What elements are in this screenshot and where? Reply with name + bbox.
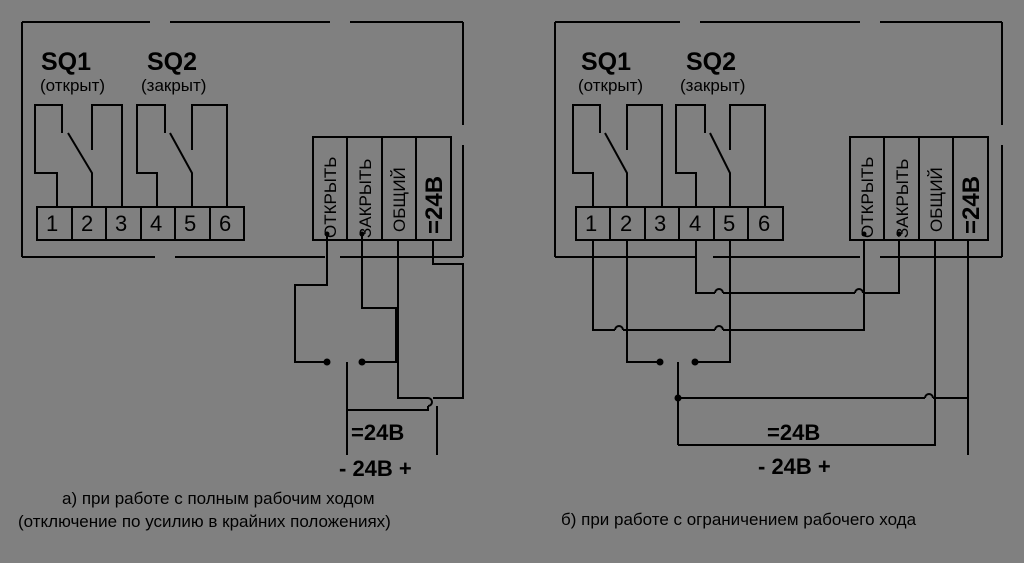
diagram-a: SQ1 (открыт) SQ2 (закрыт) 1 2 3 4 5 6 ОТ… [18,21,464,531]
terminal-3: 3 [115,211,127,236]
diagram-b: SQ1 (открыт) SQ2 (закрыт) 1 2 3 4 5 6 ОТ… [554,21,1003,529]
diagram-b-sq1-title: SQ1 [581,48,631,76]
diagram-b-sq2-subtitle: (закрыт) [680,76,745,95]
diagram-b-control-block: ОТКРЫТЬ ЗАКРЫТЬ ОБЩИЙ =24В [849,136,989,241]
terminal-close: ЗАКРЫТЬ [893,159,912,238]
diagram-a-terminal-strip: 1 2 3 4 5 6 [36,206,245,241]
diagram-a-housing-frame [21,21,464,258]
terminal-2: 2 [81,211,93,236]
diagram-a-sq1-switch: SQ1 (открыт) [34,48,123,207]
terminal-1: 1 [585,211,597,236]
diagram-b-supply-label: - 24В + [758,454,831,479]
terminal-4: 4 [150,211,162,236]
diagram-a-sq2-title: SQ2 [147,48,197,76]
diagram-b-sq1-subtitle: (открыт) [578,76,643,95]
terminal-5: 5 [723,211,735,236]
diagram-b-terminal-strip: 1 2 3 4 5 6 [575,206,784,241]
diagram-b-sq2-title: SQ2 [686,48,736,76]
diagram-a-external-wiring: =24В - 24В + [294,231,464,481]
diagram-a-sq2-subtitle: (закрыт) [141,76,206,95]
diagram-b-sq1-switch: SQ1 (открыт) [572,48,663,207]
terminal-1: 1 [46,211,58,236]
terminal-2: 2 [620,211,632,236]
terminal-6: 6 [758,211,770,236]
terminal-common: ОБЩИЙ [390,167,409,232]
terminal-24v: =24В [958,176,985,234]
diagram-a-sq2-switch: SQ2 (закрыт) [136,48,228,207]
diagram-b-caption: б) при работе с ограничением рабочего хо… [561,510,917,529]
terminal-open: ОТКРЫТЬ [321,157,340,238]
diagram-a-dc-label: =24В [351,420,404,445]
terminal-close: ЗАКРЫТЬ [356,159,375,238]
terminal-open: ОТКРЫТЬ [858,157,877,238]
diagram-a-sq1-title: SQ1 [41,48,91,76]
diagram-a-sq1-subtitle: (открыт) [40,76,105,95]
diagram-a-caption-line2: (отключение по усилию в крайних положени… [18,512,391,531]
diagram-b-sq2-switch: SQ2 (закрыт) [675,48,766,207]
diagram-b-dc-label: =24В [767,420,820,445]
terminal-5: 5 [184,211,196,236]
diagram-b-housing-frame [554,21,1003,258]
diagram-a-caption-line1: а) при работе с полным рабочим ходом [62,489,375,508]
diagram-a-control-block: ОТКРЫТЬ ЗАКРЫТЬ ОБЩИЙ =24В [312,136,452,241]
terminal-6: 6 [219,211,231,236]
terminal-common: ОБЩИЙ [927,167,946,232]
terminal-4: 4 [689,211,701,236]
diagram-a-supply-label: - 24В + [339,456,412,481]
terminal-24v: =24В [421,176,448,234]
terminal-3: 3 [654,211,666,236]
diagram-b-external-wiring: =24В - 24В + [592,231,969,479]
